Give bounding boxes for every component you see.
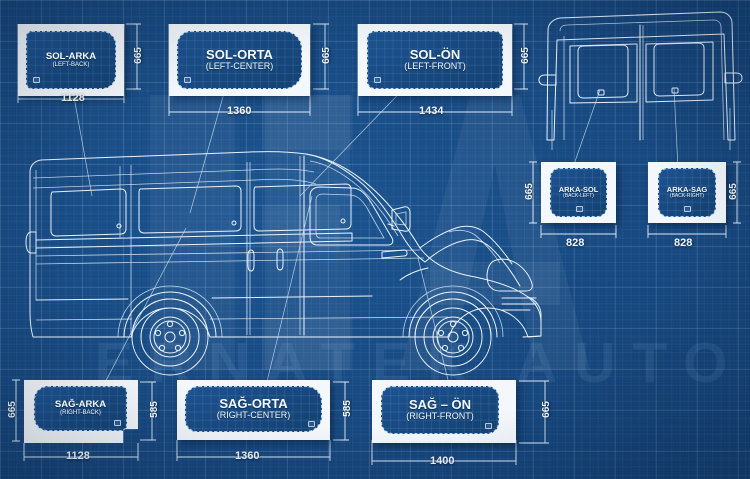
- panel-subtitle: (BACK-LEFT): [563, 192, 594, 199]
- panel-name: SOL-ARKA: [45, 50, 97, 62]
- panel-name: SOL-ORTA: [206, 47, 273, 63]
- panel-subtitle: (LEFT-CENTER): [205, 60, 274, 71]
- dim-sol-orta-width: 1360: [227, 105, 251, 117]
- latch-icon: [184, 77, 191, 83]
- panel-subtitle: (RIGHT-CENTER): [216, 409, 291, 420]
- panel-name: SOL-ÖN: [409, 47, 461, 63]
- panel-subtitle: (RIGHT-FRONT): [406, 410, 474, 421]
- panel-arka-sag[interactable]: ARKA-SAG (BACK-RIGHT): [648, 162, 726, 223]
- panel-sol-orta[interactable]: SOL-ORTA (LEFT-CENTER): [169, 24, 310, 96]
- glass-sol-on[interactable]: SOL-ÖN (LEFT-FRONT): [367, 31, 503, 89]
- panel-subtitle: (LEFT-BACK): [52, 61, 90, 68]
- dim-sag-arka-width: 1128: [66, 450, 90, 462]
- dim-sol-arka-width: 1128: [61, 92, 85, 104]
- latch-icon: [684, 206, 691, 212]
- latch-icon: [33, 77, 40, 83]
- eka-logo-icon: [150, 95, 590, 370]
- glass-sag-arka[interactable]: SAĞ-ARKA (RIGHT-BACK): [34, 386, 127, 431]
- panel-sol-on[interactable]: SOL-ÖN (LEFT-FRONT): [358, 24, 512, 96]
- panel-name: ARKA-SOL: [558, 184, 599, 194]
- panel-name: SAĞ-ARKA: [54, 399, 107, 411]
- dim-sol-on-width: 1434: [419, 105, 443, 117]
- panel-subtitle: (BACK-RIGHT): [669, 192, 705, 199]
- glass-sag-on[interactable]: SAĞ – ÖN (RIGHT-FRONT): [381, 386, 499, 434]
- glass-arka-sag[interactable]: ARKA-SAG (BACK-RIGHT): [658, 168, 716, 217]
- panel-arka-sol[interactable]: ARKA-SOL (BACK-LEFT): [541, 162, 616, 223]
- latch-icon: [575, 206, 583, 212]
- glass-sol-arka[interactable]: SOL-ARKA (LEFT-BACK): [26, 31, 116, 89]
- latch-icon: [485, 423, 492, 429]
- panel-name: SAĞ – ÖN: [408, 397, 472, 413]
- dim-arka-sag-width: 828: [674, 237, 692, 249]
- rear-wheel: [131, 298, 209, 376]
- dim-arka-sol-width: 828: [566, 237, 584, 249]
- latch-icon: [374, 77, 381, 83]
- glass-sol-orta[interactable]: SOL-ORTA (LEFT-CENTER): [177, 31, 302, 89]
- panel-subtitle: (RIGHT-BACK): [60, 410, 101, 417]
- latch-icon: [114, 420, 121, 426]
- latch-icon: [308, 421, 315, 427]
- panel-name: ARKA-SAG: [666, 184, 708, 194]
- panel-subtitle: (LEFT-FRONT): [404, 60, 466, 71]
- panel-sag-arka[interactable]: SAĞ-ARKA (RIGHT-BACK): [24, 380, 138, 443]
- dim-sag-on-width: 1400: [430, 455, 454, 467]
- van-rear-view: [538, 11, 743, 150]
- dim-sag-orta-width: 1360: [235, 450, 259, 462]
- glass-sag-orta[interactable]: SAĞ-ORTA (RIGHT-CENTER): [185, 386, 322, 432]
- front-wheel: [414, 298, 492, 376]
- panel-sol-arka[interactable]: SOL-ARKA (LEFT-BACK): [18, 24, 124, 96]
- panel-name: SAĞ-ORTA: [219, 396, 288, 412]
- panel-sag-on[interactable]: SAĞ – ÖN (RIGHT-FRONT): [372, 380, 516, 443]
- glass-arka-sol[interactable]: ARKA-SOL (BACK-LEFT): [550, 168, 607, 217]
- panel-sag-orta[interactable]: SAĞ-ORTA (RIGHT-CENTER): [177, 380, 330, 440]
